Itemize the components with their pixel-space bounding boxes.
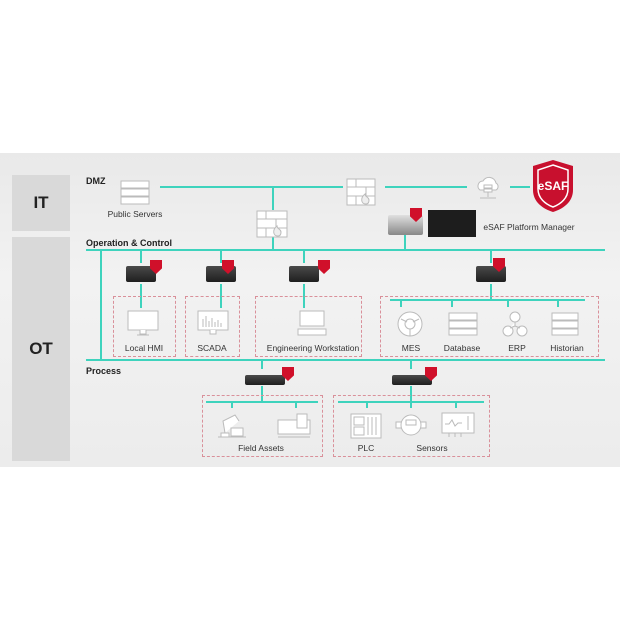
mes-icon: [397, 311, 423, 337]
link: [410, 359, 412, 369]
firewall-icon: [346, 178, 376, 206]
sensor-meter-icon: [395, 414, 427, 436]
platform-manager-label: eSAF Platform Manager: [483, 222, 575, 232]
link: [410, 386, 412, 408]
database-icon: [448, 312, 478, 336]
platform-manager-screen: [428, 210, 476, 237]
enterprise-group: [380, 296, 599, 357]
shield-icon: [150, 260, 162, 274]
link: [400, 299, 402, 307]
link: [366, 401, 368, 408]
link: [220, 249, 222, 263]
firewall-icon: [256, 210, 288, 238]
workstation-icon: [297, 310, 327, 336]
link: [295, 401, 297, 408]
link: [451, 299, 453, 307]
zone-it: IT: [12, 175, 70, 231]
historian-icon: [551, 312, 579, 336]
industrial-switch: [392, 375, 432, 385]
link: [455, 401, 457, 408]
svg-text:eSAF: eSAF: [538, 179, 569, 193]
shield-icon: [493, 258, 505, 272]
dmz-link: [510, 186, 530, 188]
link: [557, 299, 559, 307]
dmz-link: [160, 186, 343, 188]
dmz-drop: [272, 186, 274, 210]
group-bus: [390, 299, 585, 301]
public-servers-label: Public Servers: [107, 209, 163, 219]
section-process: Process: [86, 366, 122, 376]
shield-icon: [425, 367, 437, 381]
diagram-background: [0, 153, 620, 467]
group-bus: [338, 401, 484, 403]
mes-label: MES: [401, 343, 421, 353]
shield-icon: [282, 367, 294, 381]
security-gateway: [289, 266, 319, 282]
erp-label: ERP: [508, 343, 526, 353]
chart-monitor-icon: [197, 310, 229, 335]
shield-icon: [222, 260, 234, 274]
engineering-group: [255, 296, 362, 357]
plc-icon: [350, 413, 382, 439]
trunk-link: [100, 249, 102, 360]
dmz-link: [385, 186, 467, 188]
operation-bus: [86, 249, 605, 251]
historian-label: Historian: [550, 343, 584, 353]
manager-link: [404, 234, 406, 250]
process-bus: [86, 359, 605, 361]
link: [231, 401, 233, 408]
robot-arm-icon: [218, 414, 246, 438]
engineering-workstation-label: Engineering Workstation: [266, 343, 360, 353]
field-assets-label: Field Assets: [238, 443, 284, 453]
group-bus: [206, 401, 318, 403]
link: [490, 249, 492, 263]
cnc-machine-icon: [277, 413, 311, 438]
scada-group: [185, 296, 240, 357]
link: [140, 249, 142, 263]
link: [261, 359, 263, 369]
local-hmi-label: Local HMI: [124, 343, 164, 353]
oscilloscope-icon: [441, 412, 475, 437]
section-operation-control: Operation & Control: [86, 238, 172, 248]
shield-icon: [318, 260, 330, 274]
zone-ot: OT: [12, 237, 70, 461]
database-label: Database: [443, 343, 481, 353]
security-gateway: [126, 266, 156, 282]
link: [507, 299, 509, 307]
cloud-icon: [477, 176, 499, 199]
firewall-link: [272, 236, 274, 250]
link: [261, 386, 263, 402]
plc-sensors-group: [333, 395, 490, 457]
server-icon: [120, 180, 150, 205]
scada-label: SCADA: [197, 343, 227, 353]
industrial-switch: [245, 375, 285, 385]
section-dmz: DMZ: [86, 176, 106, 186]
plc-label: PLC: [357, 443, 375, 453]
esaf-logo: eSAF: [533, 160, 573, 212]
monitor-icon: [127, 310, 159, 336]
erp-icon: [502, 311, 528, 337]
sensors-label: Sensors: [416, 443, 448, 453]
field-assets-group: [202, 395, 323, 457]
local-hmi-group: [113, 296, 176, 357]
shield-icon: [410, 208, 422, 222]
link: [490, 284, 492, 300]
link: [303, 249, 305, 263]
